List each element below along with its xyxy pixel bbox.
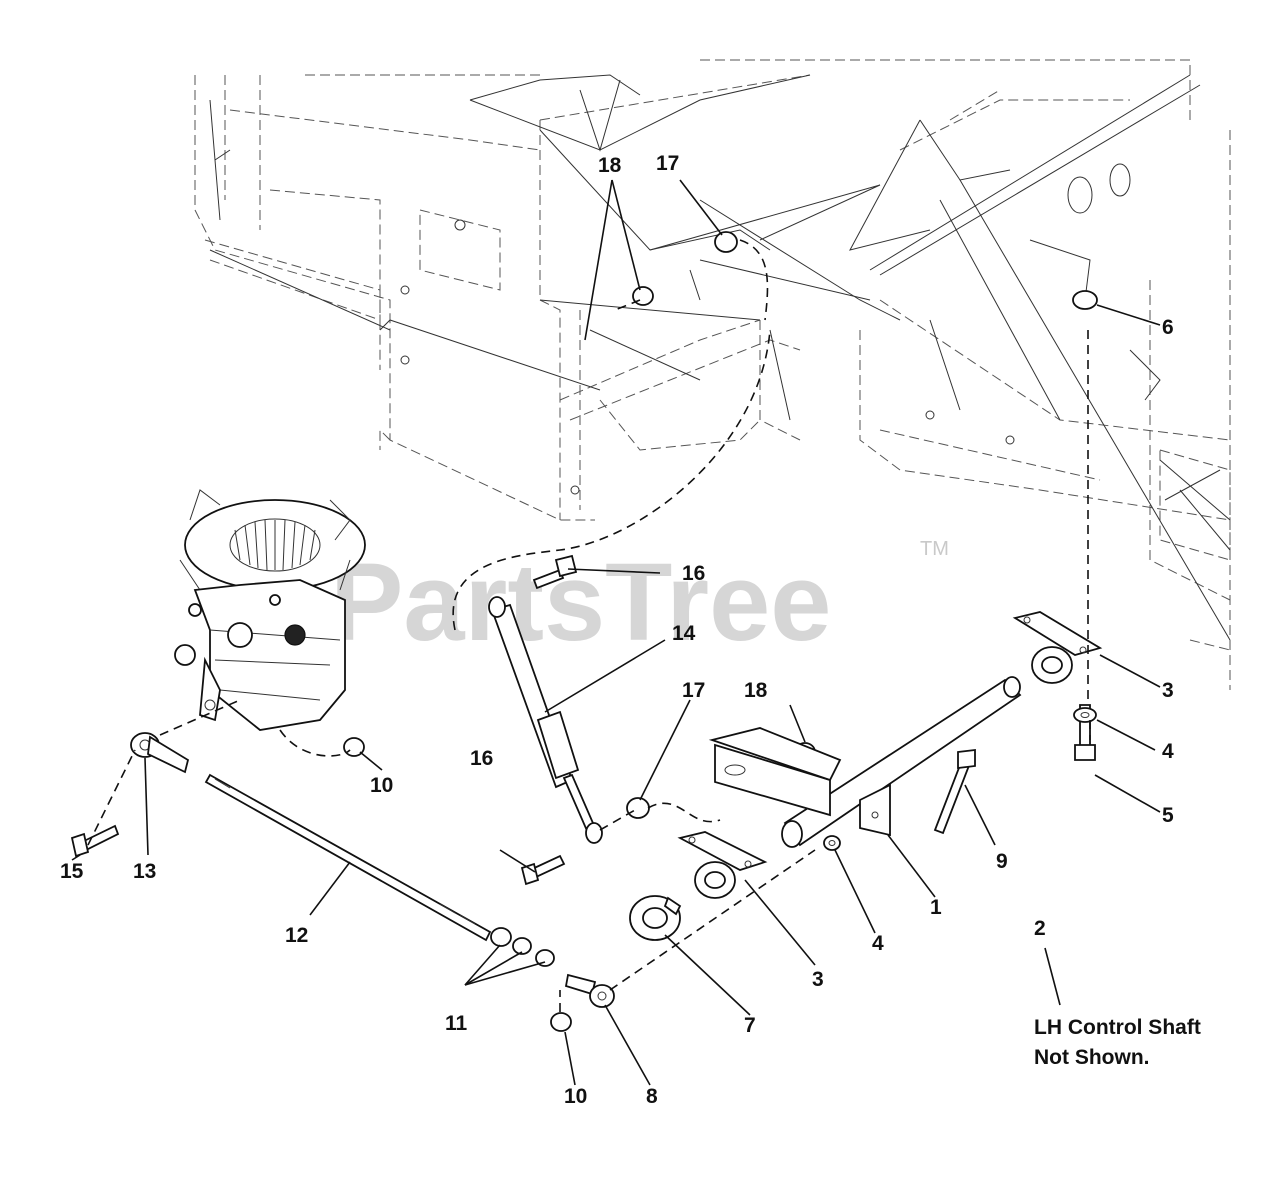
washer-4-lower — [823, 835, 841, 851]
transmission-assembly — [174, 489, 366, 731]
nut-17-upper — [714, 231, 738, 253]
callout-1: 1 — [930, 896, 942, 919]
callout-5: 5 — [1162, 804, 1174, 827]
watermark-text: PartsTree — [330, 541, 831, 664]
callout-18-upper: 18 — [598, 154, 622, 177]
callout-16-upper: 16 — [682, 562, 705, 585]
assembly-lines — [87, 239, 1091, 1012]
callout-6: 6 — [1162, 316, 1174, 339]
gas-strut — [488, 596, 603, 844]
callout-3-upper: 3 — [1162, 679, 1174, 702]
callout-12: 12 — [285, 924, 308, 947]
rod-end-8 — [564, 973, 615, 1008]
callout-10-upper: 10 — [370, 774, 393, 797]
callout-labels: 18 17 6 16 14 17 18 3 4 5 10 15 13 16 12… — [60, 152, 1174, 1108]
note-line-2: Not Shown. — [1034, 1046, 1149, 1069]
callout-4-lower: 4 — [872, 932, 884, 955]
nut-6 — [1072, 290, 1098, 310]
nut-17-lower — [626, 797, 650, 819]
callout-8: 8 — [646, 1085, 658, 1108]
nut-10-lower — [550, 1012, 572, 1032]
bolt-9 — [933, 748, 976, 835]
nut-11-c — [535, 949, 555, 967]
callout-4-upper: 4 — [1162, 740, 1174, 763]
callout-9: 9 — [996, 850, 1008, 873]
bolt-16-upper — [532, 554, 578, 590]
nut-11-a — [490, 927, 512, 947]
control-shaft-1 — [708, 676, 1022, 848]
callout-17-lower: 17 — [682, 679, 705, 702]
callout-10-lower: 10 — [564, 1085, 587, 1108]
watermark-trademark: TM — [920, 538, 949, 560]
callout-11: 11 — [445, 1012, 468, 1035]
callout-15: 15 — [60, 860, 84, 883]
bolt-16-lower — [520, 854, 566, 886]
rod-end-13 — [130, 732, 190, 774]
frame-detail-lines — [209, 74, 1231, 641]
threaded-rod-12 — [204, 773, 492, 942]
callout-16-lower: 16 — [470, 747, 493, 770]
bracket-3-upper — [1012, 611, 1103, 684]
callout-3-lower: 3 — [812, 968, 824, 991]
leader-lines — [71, 179, 1161, 1086]
note-line-1: LH Control Shaft — [1034, 1016, 1201, 1039]
callout-13: 13 — [133, 860, 156, 883]
callout-2: 2 — [1034, 917, 1046, 940]
collar-7 — [629, 895, 682, 941]
callout-14: 14 — [672, 622, 696, 645]
bolt-15 — [70, 824, 120, 858]
callout-7: 7 — [744, 1014, 756, 1037]
callout-18-lower: 18 — [744, 679, 768, 702]
nut-11-b — [512, 937, 532, 955]
chassis-frame — [194, 59, 1231, 690]
callout-17-upper: 17 — [656, 152, 679, 175]
note-block: LH Control Shaft Not Shown. — [1034, 1016, 1201, 1069]
washer-4-upper — [1073, 707, 1097, 723]
bracket-3-lower — [677, 831, 768, 899]
